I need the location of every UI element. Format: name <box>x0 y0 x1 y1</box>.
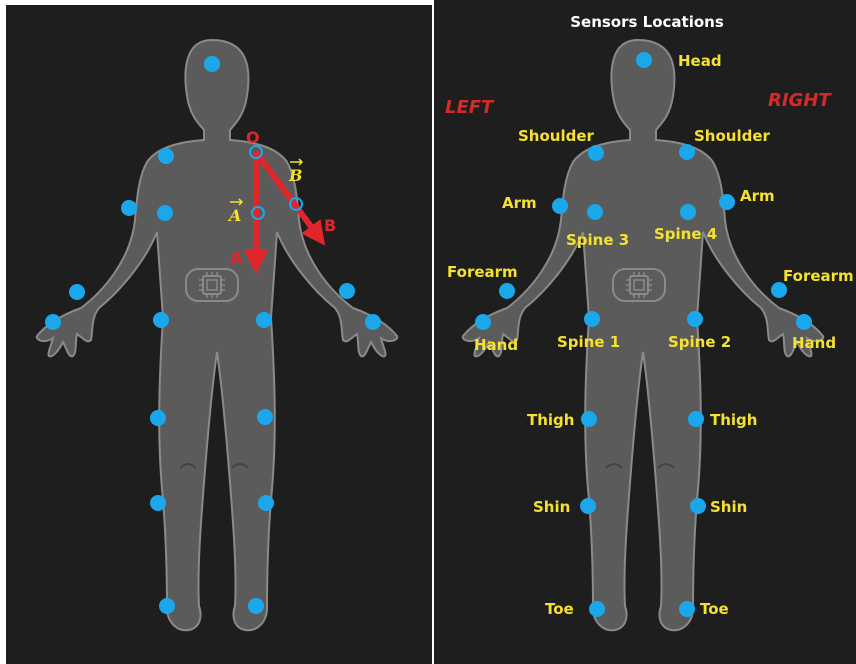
label-arm-right: Arm <box>740 187 775 205</box>
label-shin-right: Shin <box>710 498 747 516</box>
sensor-toe-b <box>248 598 264 614</box>
sensor-arm-outer <box>121 200 137 216</box>
sensor-arm-right <box>719 194 735 210</box>
sensor-shin-right <box>690 498 706 514</box>
sensor-shoulder-right <box>679 144 695 160</box>
label-spine-1: Spine 1 <box>557 333 620 351</box>
label-shoulder-right: Shoulder <box>694 127 771 145</box>
sensor-forearm-left <box>499 283 515 299</box>
label-spine-4: Spine 4 <box>654 225 717 243</box>
origin-label: O <box>246 128 260 147</box>
sensor-spine-3 <box>587 204 603 220</box>
sensor-arm-left <box>552 198 568 214</box>
sensor-forearm-b <box>339 283 355 299</box>
label-toe-left: Toe <box>545 600 574 618</box>
sensor-spine-4 <box>680 204 696 220</box>
sensor-shin <box>150 495 166 511</box>
sensor-toe-right <box>679 601 695 617</box>
right-side-label: RIGHT <box>768 90 832 111</box>
sensor-shin-b <box>258 495 274 511</box>
label-forearm-left: Forearm <box>447 263 518 281</box>
label-head: Head <box>678 52 722 70</box>
label-thigh-left: Thigh <box>527 411 574 429</box>
label-thigh-right: Thigh <box>710 411 757 429</box>
label-spine-3: Spine 3 <box>566 231 629 249</box>
sensor-arm-inner <box>157 205 173 221</box>
sensor-spine-2 <box>256 312 272 328</box>
label-forearm-right: Forearm <box>783 267 854 285</box>
sensor-hand-left <box>475 314 491 330</box>
point-a-label: A <box>230 248 243 267</box>
label-shin-left: Shin <box>533 498 570 516</box>
sensor-thigh-right <box>688 411 704 427</box>
label-hand-left: Hand <box>474 336 518 354</box>
sensor-shoulder-right-side <box>158 148 174 164</box>
label-toe-right: Toe <box>700 600 729 618</box>
sensor-shoulder-left <box>588 145 604 161</box>
sensor-hand-b <box>365 314 381 330</box>
diagram-title: Sensors Locations <box>570 13 724 31</box>
sensor-head <box>636 52 652 68</box>
label-shoulder-left: Shoulder <box>518 127 595 145</box>
svg-text:A: A <box>227 206 241 225</box>
sensor-spine-1 <box>153 312 169 328</box>
label-hand-right: Hand <box>792 334 836 352</box>
sensor-hand <box>45 314 61 330</box>
sensor-shin-left <box>580 498 596 514</box>
sensor-hand-right <box>796 314 812 330</box>
sensor-forearm <box>69 284 85 300</box>
sensor-thigh <box>150 410 166 426</box>
label-spine-2: Spine 2 <box>668 333 731 351</box>
label-arm-left: Arm <box>502 194 537 212</box>
sensor-head <box>204 56 220 72</box>
sensor-spine-2 <box>687 311 703 327</box>
sensor-toe <box>159 598 175 614</box>
svg-text:B: B <box>288 166 303 185</box>
point-b-label: B <box>324 216 336 235</box>
sensor-toe-left <box>589 601 605 617</box>
sensor-thigh-left <box>581 411 597 427</box>
sensor-thigh-b <box>257 409 273 425</box>
sensor-spine-1 <box>584 311 600 327</box>
left-side-label: LEFT <box>445 97 495 118</box>
